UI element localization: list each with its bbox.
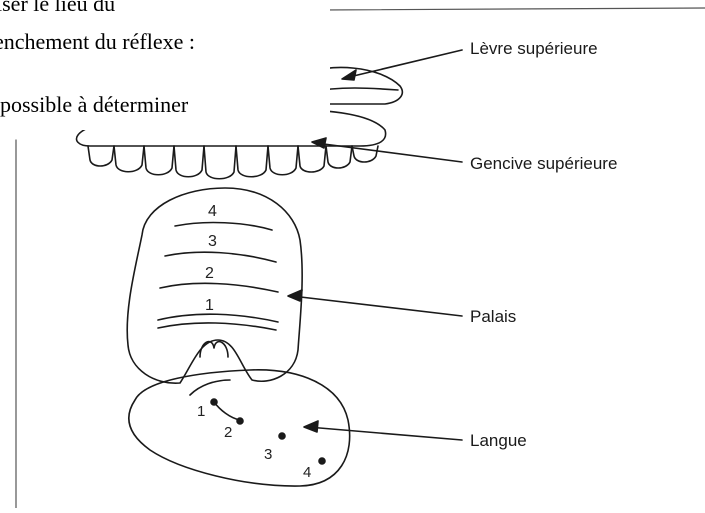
tongue-point-3 [279,433,285,439]
overlay-text-box: iser le lieu du enchement du réflexe : p… [0,0,330,130]
tongue-point-4 [319,458,325,464]
upper-teeth [88,146,378,179]
label-tongue: Langue [470,432,527,449]
arrowhead-tongue [304,421,318,432]
palate-ridge [158,323,276,330]
label-upper-gum: Gencive supérieure [470,155,617,172]
label-palate: Palais [470,308,516,325]
tongue-point-1 [211,399,217,405]
tooth [236,146,268,177]
palate-notch [200,342,228,357]
palate-zone-label: 2 [205,265,214,282]
tooth [174,146,204,177]
overlay-line-1: iser le lieu du [0,0,115,15]
tongue-point-label: 4 [303,464,311,481]
palate-zone-label: 1 [205,297,214,314]
leader-palate [292,296,462,316]
overlay-line-2: enchement du réflexe : [0,31,195,53]
tooth [144,146,174,175]
palate-ridge [165,252,276,262]
tongue-point-2 [237,418,243,424]
tooth [268,146,298,175]
leader-upper-lip [345,50,462,78]
tongue-point-label: 3 [264,446,272,463]
tooth [88,146,114,166]
palate-ridge [160,283,278,292]
label-upper-lip: Lèvre supérieure [470,40,598,57]
tongue-point-label: 2 [224,424,232,441]
tongue-overlap-line [190,380,230,395]
palate-ridge [175,223,272,230]
frame-top-line [320,8,705,10]
tooth [326,146,352,168]
leader-upper-gum [316,143,462,162]
palate-zone-label: 3 [208,233,217,250]
arrowhead-upper-lip [342,70,356,80]
tooth [114,146,144,172]
overlay-line-3: possible à déterminer [0,94,188,116]
palate-ridge [158,314,278,322]
palate-zone-label: 4 [208,203,217,220]
tongue-point-path [214,402,240,420]
tooth [298,146,326,172]
arrowhead-palate [288,290,302,301]
tooth [204,146,236,179]
leader-tongue [308,427,462,440]
tongue-point-label: 1 [197,403,205,420]
